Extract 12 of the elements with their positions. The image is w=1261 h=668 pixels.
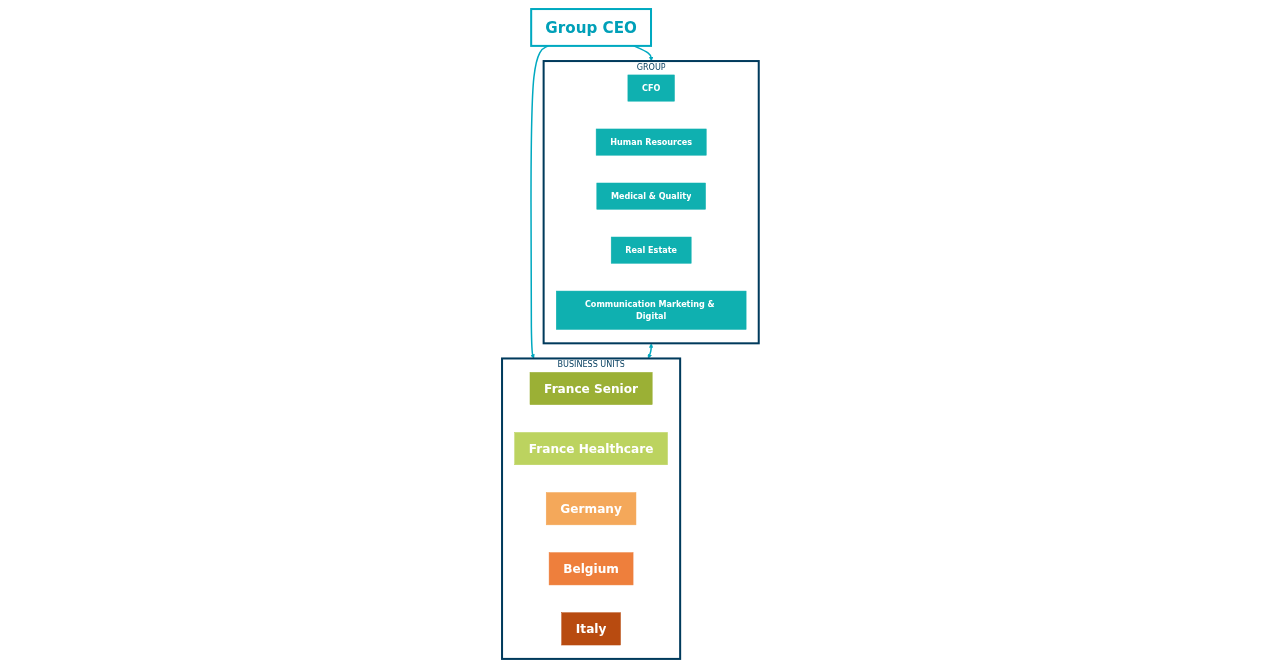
node-box: Medical & Quality xyxy=(596,182,706,210)
node-box: Germany xyxy=(546,492,637,526)
arrow xyxy=(647,343,654,359)
node-box: France Healthcare xyxy=(514,432,668,465)
node-box: Belgium xyxy=(548,552,634,586)
node-box: Group CEO xyxy=(530,8,653,47)
node-box: Italy xyxy=(561,612,621,646)
node-box: CFO xyxy=(627,74,675,102)
node-box: Real Estate xyxy=(611,236,692,264)
node-box: France Senior xyxy=(529,372,653,405)
node-box: Communication Marketing & Digital xyxy=(556,290,747,330)
node-box: Human Resources xyxy=(596,128,707,156)
